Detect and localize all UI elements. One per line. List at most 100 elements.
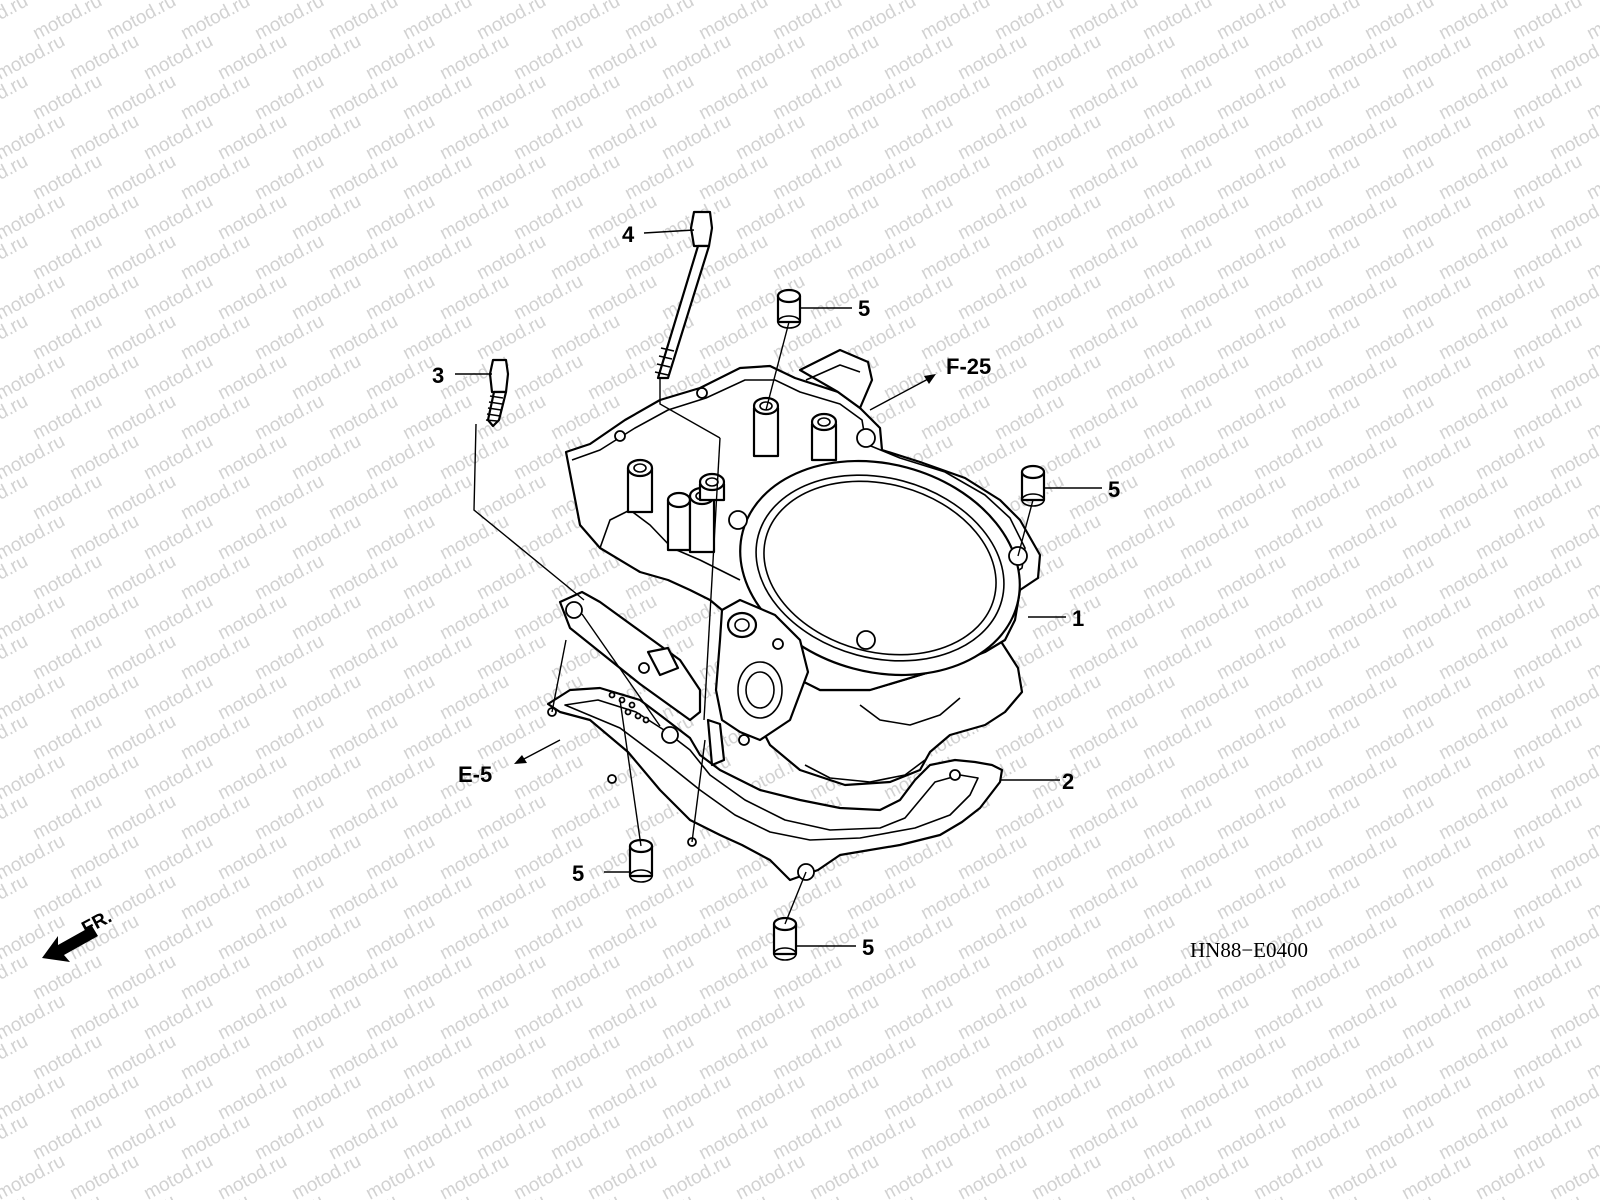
watermark-text: motod.ru [66,671,142,725]
watermark-text: motod.ru [1398,831,1474,885]
watermark-text: motod.ru [103,1111,179,1165]
watermark-text: motod.ru [1361,71,1437,125]
watermark-text: motod.ru [29,1031,105,1085]
watermark-text: motod.ru [954,271,1030,325]
watermark-text: motod.ru [251,951,327,1005]
watermark-text: motod.ru [1250,511,1326,565]
watermark-text: motod.ru [436,991,512,1045]
watermark-text: motod.ru [177,951,253,1005]
watermark-text: motod.ru [1472,191,1548,245]
watermark-text: motod.ru [177,1191,253,1200]
watermark-text: motod.ru [140,351,216,405]
watermark-text: motod.ru [29,0,105,44]
watermark-text: motod.ru [695,0,771,44]
watermark-text: motod.ru [1028,351,1104,405]
watermark-text: motod.ru [436,1071,512,1125]
watermark-text: motod.ru [1287,71,1363,125]
watermark-text: motod.ru [1324,111,1400,165]
watermark-text: motod.ru [1472,751,1548,805]
watermark-text: motod.ru [362,751,438,805]
watermark-text: motod.ru [29,71,105,125]
watermark-text: motod.ru [1472,1071,1548,1125]
watermark-text: motod.ru [1398,751,1474,805]
watermark-text: motod.ru [473,631,549,685]
watermark-text: motod.ru [510,911,586,965]
watermark-text: motod.ru [1435,1111,1511,1165]
watermark-text: motod.ru [140,511,216,565]
watermark-text: motod.ru [1213,391,1289,445]
watermark-text: motod.ru [251,551,327,605]
watermark-text: motod.ru [103,1191,179,1200]
watermark-text: motod.ru [991,311,1067,365]
watermark-text: motod.ru [1509,231,1585,285]
watermark-text: motod.ru [547,951,623,1005]
watermark-text: motod.ru [362,671,438,725]
watermark-text: motod.ru [843,1031,919,1085]
watermark-text: motod.ru [1583,1031,1600,1085]
watermark-text: motod.ru [954,31,1030,85]
watermark-text: motod.ru [1509,951,1585,1005]
watermark-text: motod.ru [584,31,660,85]
watermark-text: motod.ru [843,1111,919,1165]
watermark-text: motod.ru [1287,791,1363,845]
watermark-text: motod.ru [1324,751,1400,805]
watermark-text: motod.ru [732,1151,808,1200]
watermark-text: motod.ru [251,871,327,925]
watermark-text: motod.ru [695,1111,771,1165]
watermark-text: motod.ru [1398,991,1474,1045]
watermark-text: motod.ru [1139,1031,1215,1085]
watermark-text: motod.ru [288,111,364,165]
cylinder-intake-boss [706,598,810,767]
watermark-text: motod.ru [399,551,475,605]
watermark-text: motod.ru [66,111,142,165]
watermark-text: motod.ru [66,431,142,485]
cylinder-gasket [546,686,1004,882]
watermark-text: motod.ru [325,71,401,125]
watermark-text: motod.ru [1250,591,1326,645]
watermark-text: motod.ru [473,711,549,765]
watermark-text: motod.ru [29,471,105,525]
watermark-text: motod.ru [399,471,475,525]
watermark-text: motod.ru [399,1111,475,1165]
watermark-text: motod.ru [325,951,401,1005]
watermark-text: motod.ru [436,191,512,245]
watermark-text: motod.ru [954,831,1030,885]
watermark-text: motod.ru [325,311,401,365]
watermark-text: motod.ru [1139,791,1215,845]
watermark-text: motod.ru [177,551,253,605]
watermark-text: motod.ru [621,1191,697,1200]
watermark-text: motod.ru [1361,1111,1437,1165]
cylinder-dowel-bosses [626,396,838,554]
watermark-text: motod.ru [917,1191,993,1200]
watermark-text: motod.ru [0,871,32,925]
watermark-text: motod.ru [991,791,1067,845]
watermark-text: motod.ru [1250,431,1326,485]
watermark-text: motod.ru [806,271,882,325]
watermark-text: motod.ru [843,71,919,125]
watermark-text: motod.ru [103,791,179,845]
watermark-text: motod.ru [510,351,586,405]
watermark-text: motod.ru [1509,311,1585,365]
watermark-text: motod.ru [806,111,882,165]
watermark-text: motod.ru [214,111,290,165]
watermark-text: motod.ru [251,71,327,125]
watermark-text: motod.ru [584,1151,660,1200]
watermark-text: motod.ru [0,1191,32,1200]
watermark-text: motod.ru [1176,271,1252,325]
watermark-text: motod.ru [0,1151,69,1200]
watermark-text: motod.ru [1250,31,1326,85]
watermark-text: motod.ru [325,551,401,605]
watermark-text: motod.ru [732,191,808,245]
watermark-text: motod.ru [1250,271,1326,325]
watermark-text: motod.ru [510,1151,586,1200]
watermark-text: motod.ru [177,231,253,285]
watermark-text: motod.ru [362,271,438,325]
watermark-text: motod.ru [66,751,142,805]
watermark-text: motod.ru [473,791,549,845]
watermark-text: motod.ru [399,151,475,205]
watermark-text: motod.ru [1398,431,1474,485]
watermark-text: motod.ru [732,111,808,165]
watermark-text: motod.ru [288,191,364,245]
watermark-text: motod.ru [1139,71,1215,125]
watermark-text: motod.ru [288,671,364,725]
